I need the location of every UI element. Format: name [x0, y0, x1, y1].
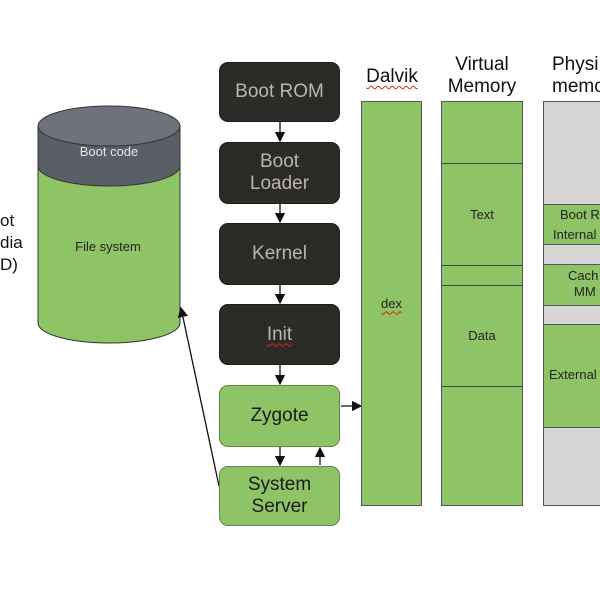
pm-mmu-label: MM	[574, 284, 596, 299]
virtual-memory-header: Virtual Memory	[441, 54, 523, 98]
virtual-memory-column: Text Data	[441, 101, 523, 506]
dalvik-column: dex	[361, 101, 422, 506]
dex-label: dex	[362, 292, 421, 314]
cylinder-body-label: File system	[75, 239, 141, 254]
init-label: Init	[266, 323, 293, 345]
dalvik-header: Dalvik	[361, 66, 423, 88]
left-label-line-2: dia	[0, 233, 23, 252]
left-label-line-1: ot	[0, 211, 15, 230]
boot-loader-block: Boot Loader	[219, 142, 340, 204]
left-media-label: ot dia D)	[0, 210, 23, 276]
kernel-block: Kernel	[219, 223, 340, 285]
physical-memory-header-line-2: memo	[552, 76, 600, 97]
vm-divider-3	[442, 285, 522, 286]
pm-external-region	[544, 324, 600, 428]
pm-external-label: External	[549, 367, 597, 382]
boot-rom-block: Boot ROM	[219, 62, 340, 122]
arrow-server-to-filesystem	[177, 306, 220, 487]
boot-rom-label: Boot ROM	[235, 81, 324, 102]
boot-loader-label-line-2: Loader	[249, 173, 310, 194]
zygote-block: Zygote	[219, 385, 340, 447]
boot-chain-arrows	[177, 122, 363, 487]
pm-boot-rom-label: Boot R	[560, 207, 600, 222]
dex-label-text: dex	[381, 295, 402, 311]
system-server-label-line-2: Server	[251, 496, 308, 517]
pm-cache-label: Cach	[568, 268, 599, 283]
dalvik-header-text: Dalvik	[366, 66, 418, 87]
system-server-label-line-1: System	[247, 474, 312, 495]
system-server-block: System Server	[219, 466, 340, 526]
vm-data-segment: Data	[468, 327, 496, 343]
physical-memory-header-line-1: Physi	[552, 54, 599, 75]
virtual-memory-header-line-2: Memory	[447, 76, 517, 97]
zygote-label: Zygote	[250, 405, 309, 426]
physical-memory-header: Physi memo	[552, 54, 600, 98]
vm-divider-4	[442, 386, 522, 387]
boot-loader-label-line-1: Boot	[259, 151, 300, 172]
virtual-memory-header-line-1: Virtual	[455, 54, 509, 75]
pm-cache-region	[544, 264, 600, 306]
pm-internal-label: Internal	[553, 227, 597, 242]
physical-memory-column: Boot R Internal Cach MM External	[543, 101, 600, 506]
cylinder-top-label: Boot code	[79, 144, 139, 159]
vm-divider-2	[442, 265, 522, 266]
left-label-line-3: D)	[0, 255, 18, 274]
init-block: Init	[219, 304, 340, 365]
pm-internal-region	[544, 224, 600, 245]
vm-divider-1	[442, 163, 522, 164]
storage-cylinder	[37, 105, 181, 344]
vm-text-segment: Text	[470, 206, 494, 222]
kernel-label: Kernel	[252, 243, 307, 264]
